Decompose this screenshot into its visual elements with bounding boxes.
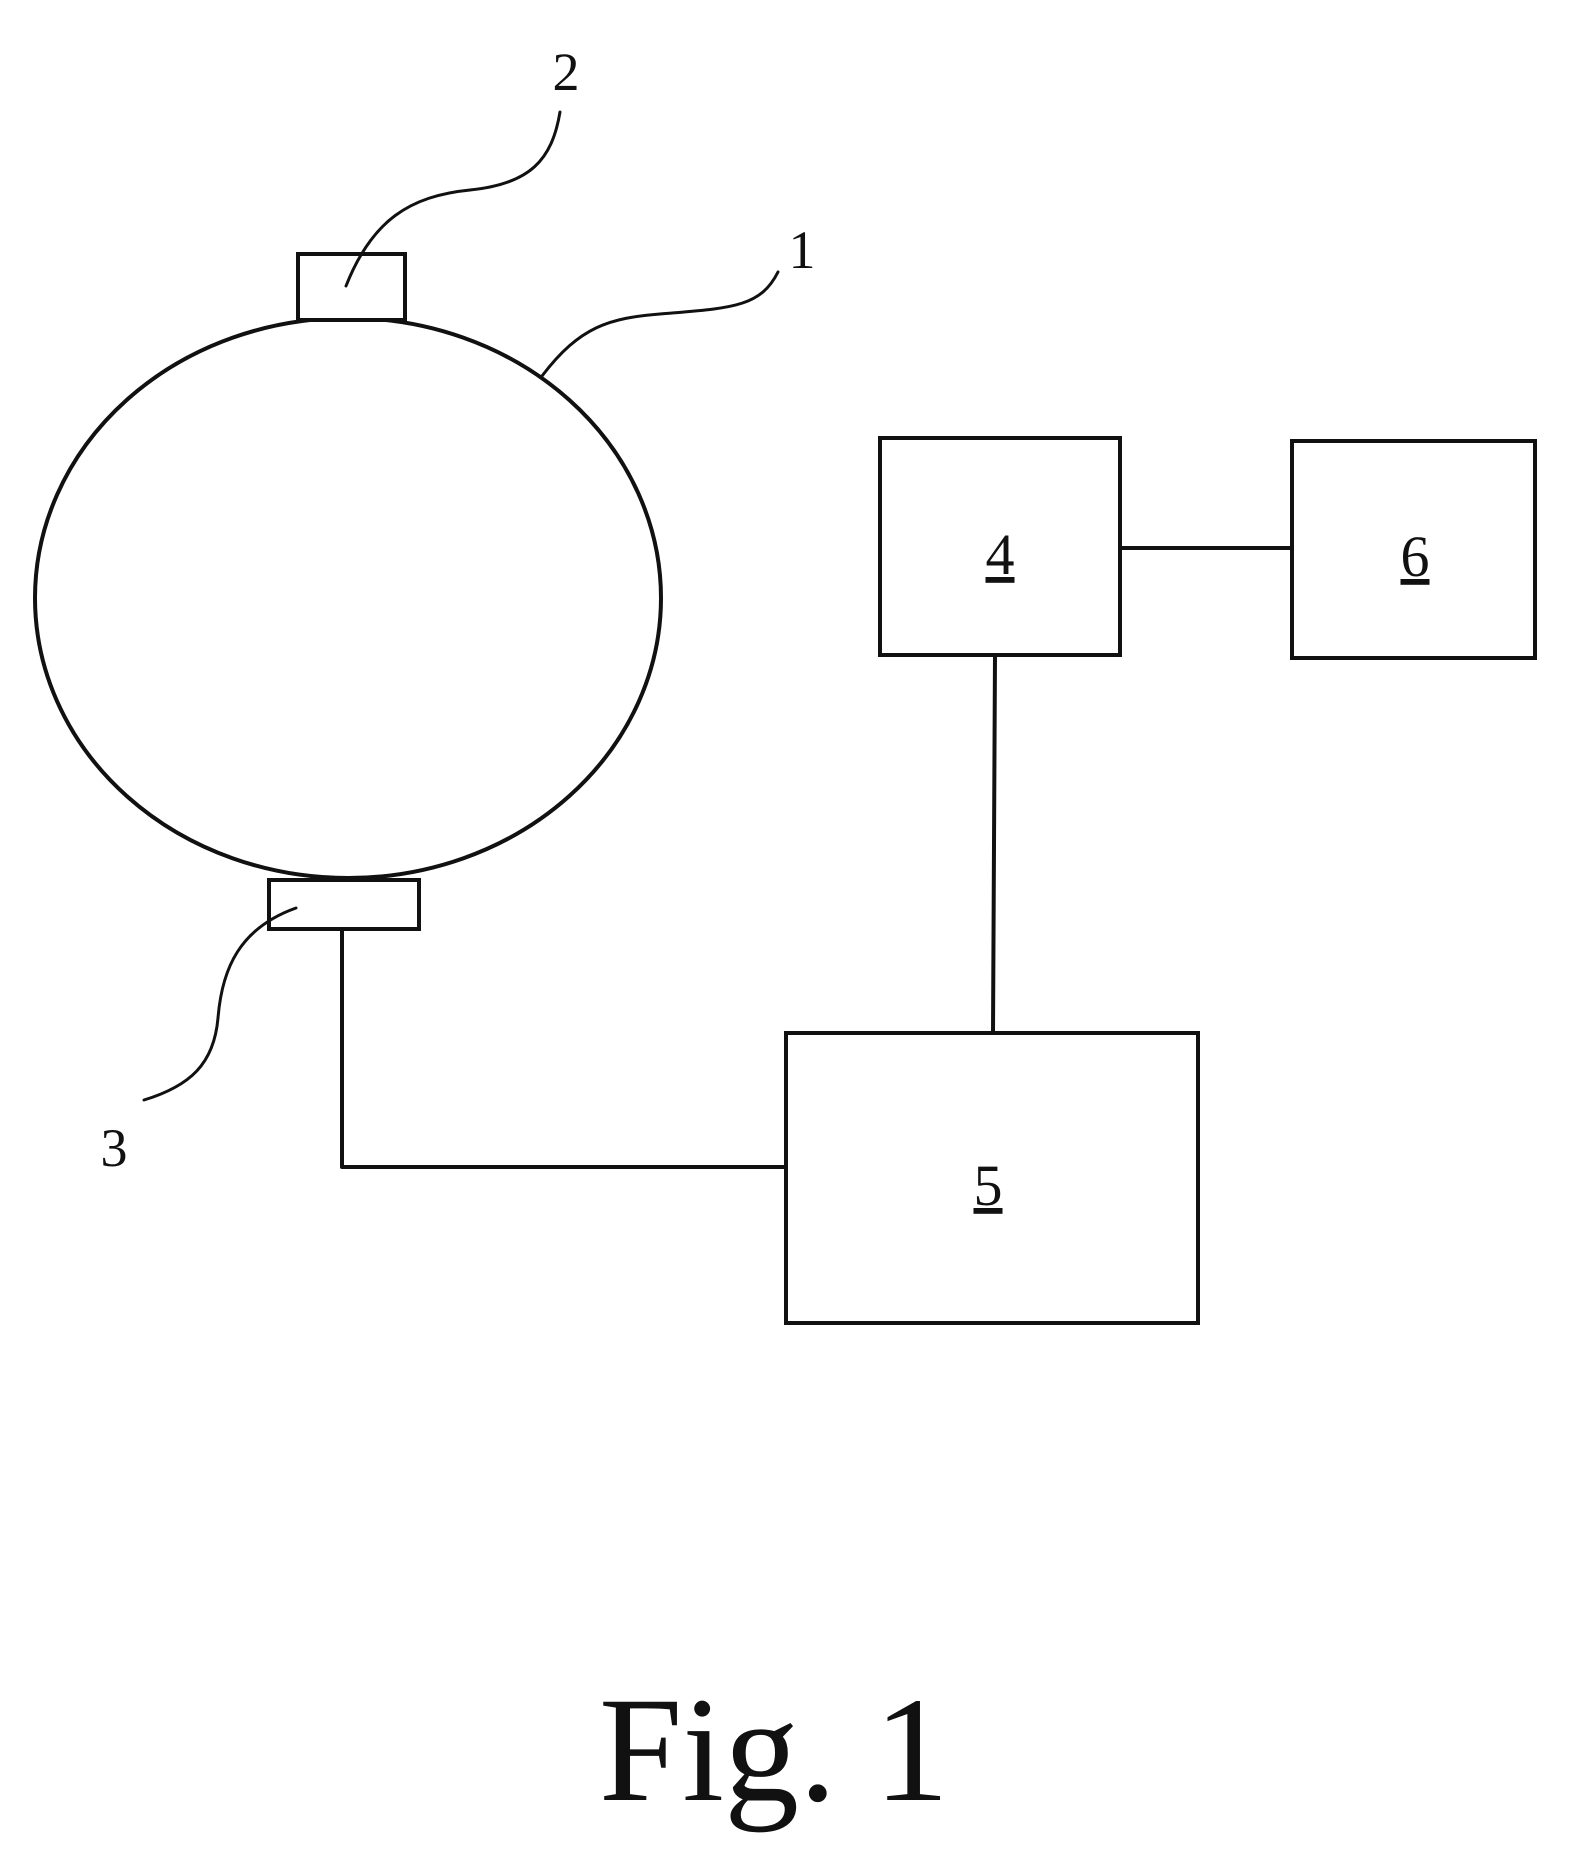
leader-line-1 — [542, 272, 778, 376]
callout-2: 2 — [553, 42, 580, 102]
leader-line-3 — [144, 908, 296, 1100]
vessel-circle — [35, 318, 661, 878]
figure-caption: Fig. 1 — [599, 1667, 949, 1833]
box-6-label: 6 — [1401, 524, 1430, 589]
top-port — [298, 254, 405, 320]
box-5-label: 5 — [974, 1153, 1003, 1218]
callout-3: 3 — [101, 1118, 128, 1178]
line-port-to-box-5 — [342, 929, 786, 1167]
line-box-4-to-box-5 — [993, 655, 995, 1033]
box-4-label: 4 — [986, 522, 1015, 587]
bottom-port — [269, 880, 419, 929]
callout-1: 1 — [789, 220, 816, 280]
